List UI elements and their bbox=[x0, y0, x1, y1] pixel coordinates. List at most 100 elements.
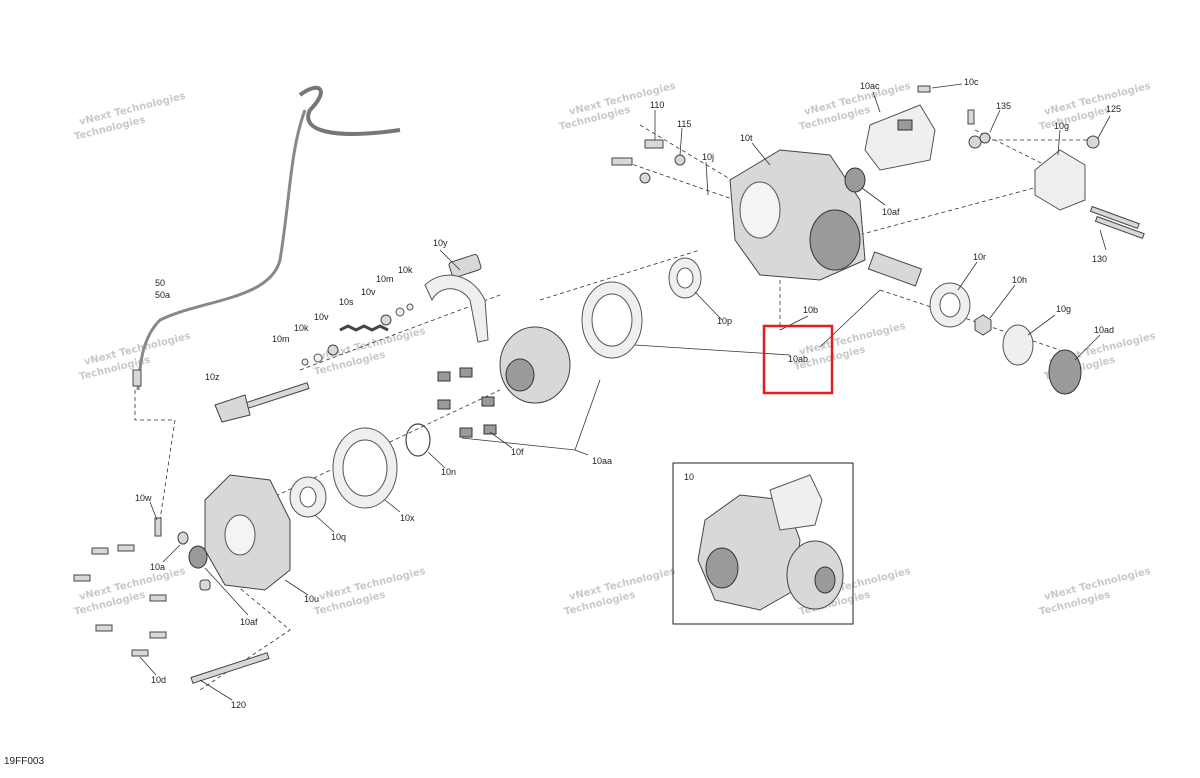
leader-line bbox=[439, 249, 461, 271]
callout-135: 135 bbox=[996, 101, 1011, 111]
coupler-10g bbox=[1002, 324, 1034, 366]
bolt bbox=[437, 399, 451, 410]
callout-10r: 10r bbox=[973, 252, 986, 262]
leader-line bbox=[1057, 129, 1061, 156]
callout-10af-bot: 10af bbox=[240, 617, 258, 627]
callout-10b: 10b bbox=[803, 305, 818, 315]
bolt bbox=[483, 424, 497, 435]
o-ring-10n bbox=[405, 423, 431, 457]
leader-line bbox=[461, 379, 601, 456]
circlip bbox=[301, 358, 309, 366]
seal bbox=[844, 167, 866, 193]
bolt bbox=[459, 427, 473, 438]
leader-line bbox=[314, 514, 335, 533]
housing-group bbox=[668, 104, 936, 299]
leader-line bbox=[861, 187, 886, 206]
actuator bbox=[864, 104, 936, 171]
bolt-110 bbox=[644, 139, 664, 149]
bearing-bore bbox=[299, 486, 317, 508]
bolt bbox=[95, 624, 113, 632]
callout-50a: 50a bbox=[155, 290, 170, 300]
callout-10t: 10t bbox=[740, 133, 753, 143]
leader-line bbox=[1097, 115, 1111, 139]
seal-10ad bbox=[1048, 349, 1082, 395]
bolt bbox=[131, 649, 149, 657]
plug bbox=[199, 579, 211, 591]
callout-10u: 10u bbox=[304, 594, 319, 604]
callout-10ac: 10ac bbox=[860, 81, 880, 91]
cable-sheath bbox=[136, 109, 307, 391]
circlip bbox=[313, 353, 323, 363]
assembled-actuator bbox=[769, 474, 823, 531]
screw-10c bbox=[917, 85, 931, 93]
mount-bracket bbox=[1034, 149, 1086, 211]
bearing-bore bbox=[676, 267, 694, 289]
callout-10x: 10x bbox=[400, 513, 415, 523]
callout-10ad: 10ad bbox=[1094, 325, 1114, 335]
leader-line bbox=[384, 499, 401, 513]
leader-line bbox=[1099, 229, 1107, 251]
callout-10aa: 10aa bbox=[592, 456, 612, 466]
leader-line bbox=[634, 344, 791, 356]
leader-line bbox=[139, 656, 157, 676]
callout-10m-top: 10m bbox=[376, 274, 394, 284]
callout-115: 115 bbox=[677, 119, 691, 129]
leader-line bbox=[819, 289, 881, 348]
bolt bbox=[611, 157, 633, 166]
assembly-line bbox=[974, 129, 1046, 166]
callout-110: 110 bbox=[650, 100, 664, 110]
callout-130: 130 bbox=[1092, 254, 1107, 264]
leader-line bbox=[872, 91, 881, 113]
callout-10p: 10p bbox=[717, 316, 732, 326]
bolt bbox=[73, 574, 91, 582]
selector-lever bbox=[214, 394, 251, 423]
drive-cover-bore bbox=[342, 439, 388, 497]
callout-10y: 10y bbox=[433, 238, 448, 248]
leader-line bbox=[489, 431, 513, 449]
leader-line bbox=[931, 83, 963, 89]
callout-120: 120 bbox=[231, 700, 246, 710]
nut bbox=[1086, 135, 1100, 149]
callout-10a: 10a bbox=[150, 562, 165, 572]
callout-10f: 10f bbox=[511, 447, 524, 457]
leader-line bbox=[1027, 314, 1056, 336]
bolt-130 bbox=[1094, 215, 1145, 240]
cable-bracket bbox=[298, 85, 401, 136]
differential-hub bbox=[505, 358, 535, 392]
callout-10s: 10s bbox=[339, 297, 354, 307]
bracket-group bbox=[611, 85, 1145, 240]
leader-line bbox=[149, 501, 158, 521]
actuator-connector bbox=[897, 119, 913, 131]
seal-10af bbox=[188, 545, 208, 569]
circlip bbox=[406, 303, 414, 311]
highlight-box[interactable] bbox=[762, 324, 834, 395]
bolt-set-10d bbox=[73, 544, 167, 657]
leader-line bbox=[779, 315, 809, 331]
shift-fork-hub bbox=[448, 254, 482, 278]
nut bbox=[968, 135, 982, 149]
bolt bbox=[117, 544, 135, 552]
callout-10c: 10c bbox=[964, 77, 979, 87]
assembly-line bbox=[839, 184, 1046, 241]
pinion-shaft bbox=[867, 251, 923, 287]
washer-10a bbox=[177, 531, 189, 545]
bolt-120 bbox=[190, 652, 270, 684]
leader-line bbox=[989, 109, 1001, 133]
pin-10w bbox=[154, 517, 162, 537]
leader-line bbox=[427, 451, 446, 469]
callout-10h: 10h bbox=[1012, 275, 1027, 285]
callout-10w: 10w bbox=[135, 493, 152, 503]
housing-bore bbox=[809, 209, 861, 271]
cable-end bbox=[132, 369, 142, 387]
inset-panel: 10 bbox=[672, 462, 854, 625]
callout-10k-mid: 10k bbox=[294, 323, 309, 333]
inset-frame bbox=[672, 462, 854, 625]
bolt-130 bbox=[1089, 205, 1140, 230]
assembly-line bbox=[619, 159, 736, 201]
bolt bbox=[459, 367, 473, 378]
leader-line bbox=[679, 127, 683, 156]
shift-fork-group bbox=[214, 254, 489, 423]
assembly-line bbox=[299, 294, 501, 371]
callout-10g-top: 10g bbox=[1054, 121, 1069, 131]
